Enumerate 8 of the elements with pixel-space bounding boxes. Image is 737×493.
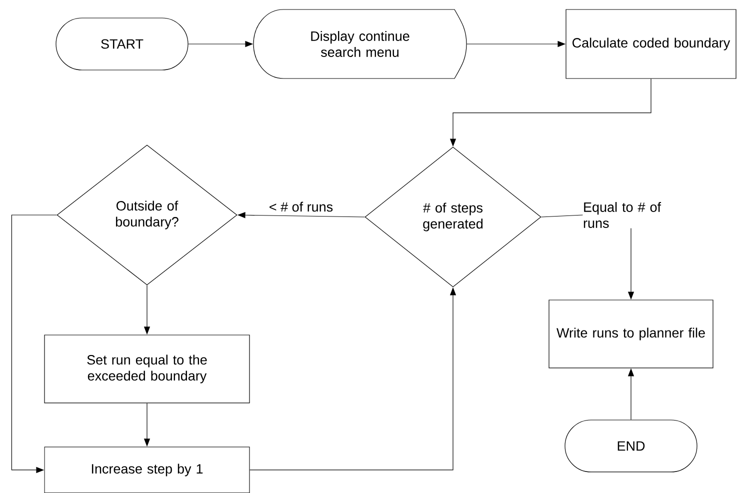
start-terminal: START [56, 18, 188, 70]
process-box: Write runs to planner file [548, 300, 714, 368]
process-box: Calculate coded boundary [566, 9, 736, 79]
end-terminal: END [564, 420, 698, 472]
process-box: Set run equal to the exceeded boundary [44, 334, 250, 404]
process-box: Increase step by 1 [44, 446, 250, 493]
condition-text: Equal to # of runs [584, 202, 662, 228]
edge-label: < # of runs [270, 202, 333, 212]
